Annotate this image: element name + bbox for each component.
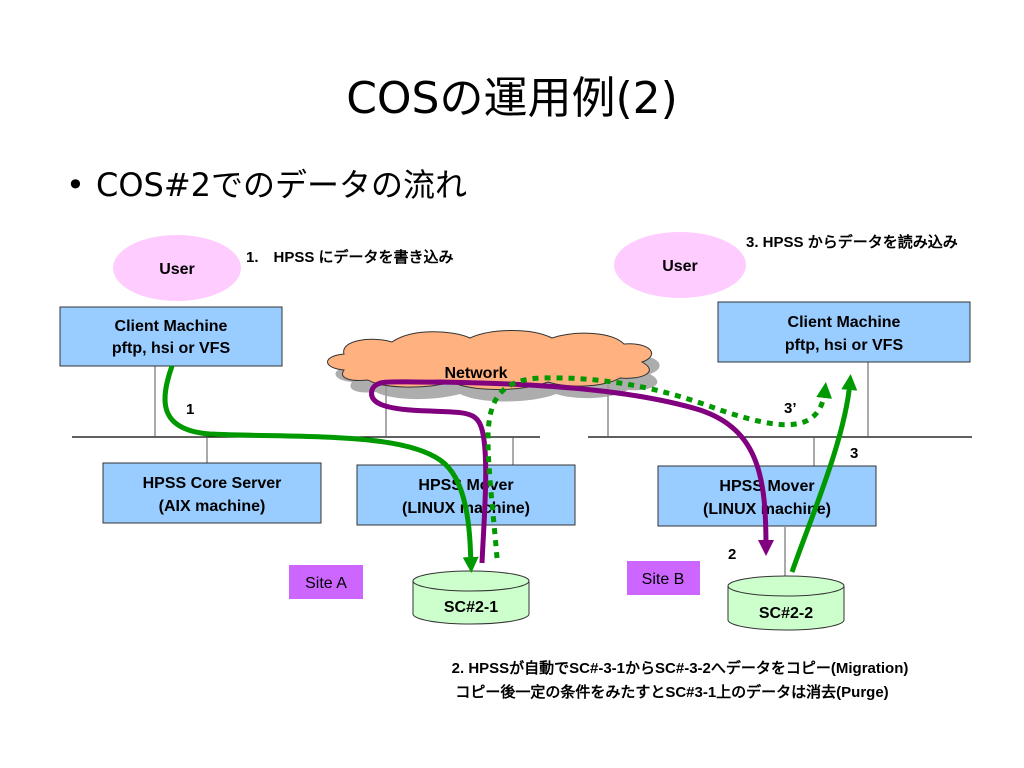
storage-sc2-2-label: SC#2-2: [759, 605, 813, 622]
footer-note-line2: コピー後一定の条件をみたすとSC#3-1上のデータは消去(Purge): [455, 683, 888, 701]
core-server-line2: (AIX machine): [159, 498, 266, 515]
arrow-label-3-prime: 3’: [784, 400, 797, 417]
site-b-mover-line1: HPSS Mover: [719, 478, 814, 495]
site-a-user[interactable]: [113, 235, 241, 301]
storage-sc2-1[interactable]: [412, 570, 530, 625]
write-flow-arrow: [162, 365, 479, 573]
bullet-text: COS#2でのデータの流れ: [96, 166, 468, 204]
site-b-client-line2: pftp, hsi or VFS: [785, 337, 904, 354]
site-b-label-box: [627, 561, 700, 595]
site-a-client-machine[interactable]: [59, 306, 283, 367]
site-b-label: Site B: [642, 571, 685, 588]
site-b-client-line1: Client Machine: [788, 314, 901, 331]
site-a-label: Site A: [305, 575, 347, 592]
site-a-mover-line1: HPSS Mover: [418, 477, 513, 494]
site-b-user[interactable]: [614, 232, 746, 298]
site-b-step-note: 3. HPSS からデータを読み込み: [746, 233, 958, 251]
site-b-user-label: User: [662, 258, 698, 275]
read-flow-arrow: [789, 374, 858, 573]
site-a-client-line2: pftp, hsi or VFS: [112, 340, 231, 357]
arrow-label-2: 2: [728, 546, 736, 563]
arrow-label-3: 3: [850, 445, 858, 462]
arrow-label-1: 1: [186, 401, 194, 418]
migration-flow-arrow: [369, 379, 774, 564]
site-a-label-box: [289, 565, 363, 599]
storage-sc2-2[interactable]: [727, 575, 845, 631]
site-a-user-label: User: [159, 261, 195, 278]
site-a-step-note: 1. HPSS にデータを書き込み: [246, 248, 454, 266]
storage-sc2-1-label: SC#2-1: [444, 599, 498, 616]
site-a-client-line1: Client Machine: [115, 318, 228, 335]
network-label: Network: [444, 365, 507, 382]
slide-title: COSの運用例(2): [346, 73, 678, 124]
bullet-dot-icon: •: [66, 166, 85, 204]
footer-note-line1: 2. HPSSが自動でSC#-3-1からSC#-3-2へデータをコピー(Migr…: [452, 659, 909, 677]
core-server-line1: HPSS Core Server: [143, 475, 282, 492]
hpss-core-server[interactable]: [102, 462, 322, 524]
bullet-item: • COS#2でのデータの流れ: [66, 160, 467, 206]
site-b-client-machine[interactable]: [717, 301, 971, 363]
